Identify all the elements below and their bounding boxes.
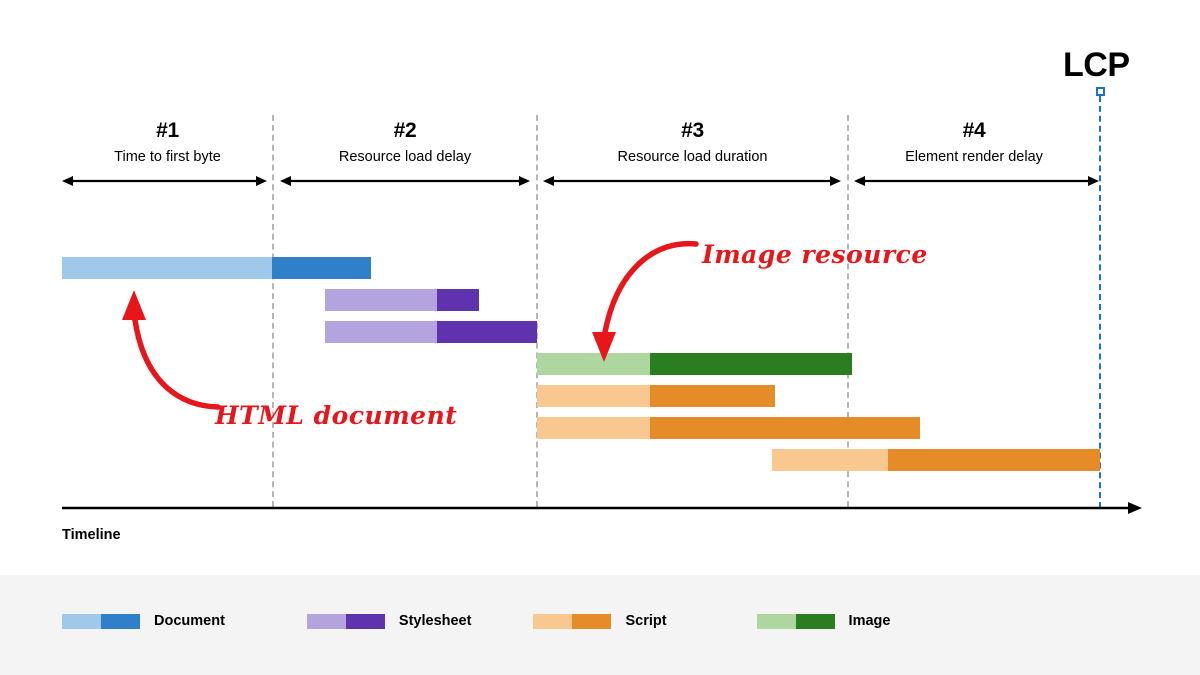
swatch-dark [795,613,835,629]
timeline-axis [62,501,1142,515]
annotation-arrow-html-document [113,290,223,412]
annotation-arrow-image-resource [588,240,699,362]
bar-segment-delay [537,385,650,407]
phase-arrow-1 [62,174,267,188]
chart-area: LCP #1 Time to first byte #2 Resource lo… [62,46,1142,543]
bar-segment-delay [772,449,888,471]
resource-bar-script-3 [772,449,1100,471]
phase-label: Element render delay [905,149,1043,165]
bar-segment-delay [62,257,272,279]
legend-item-script[interactable]: Script [533,613,667,629]
legend-swatch-script [533,613,612,629]
bar-segment-duration [437,321,537,343]
annotation-image-resource: Image resource [702,240,928,269]
bar-segment-delay [325,321,437,343]
resource-bar-document [62,257,371,279]
lcp-marker-square [1096,87,1105,96]
resource-bar-image [537,353,852,375]
phase-block-3: #3 Resource load duration [537,118,848,168]
phase-block-2: #2 Resource load delay [273,118,537,168]
swatch-light [756,613,796,629]
legend-item-document[interactable]: Document [62,613,225,629]
phase-number: #1 [156,119,179,142]
legend-label: Image [848,613,891,629]
swatch-dark [572,613,612,629]
phase-number: #3 [681,119,704,142]
phase-number: #4 [962,119,986,142]
legend-panel: Document Stylesheet Script [0,575,1200,675]
swatch-dark [345,613,385,629]
lcp-dashed-line [1099,96,1101,508]
timeline-axis-label: Timeline [62,527,121,543]
legend-label: Stylesheet [398,613,472,629]
phase-block-1: #1 Time to first byte [62,118,273,168]
phase-arrow-3 [543,174,841,188]
resource-bar-stylesheet-1 [325,289,479,311]
lcp-title: LCP [1063,46,1130,84]
phase-label: Resource load duration [617,149,768,165]
phase-divider-1 [272,115,274,507]
bar-segment-duration [888,449,1100,471]
legend-swatch-stylesheet [306,613,385,629]
swatch-light [62,613,101,629]
phase-block-4: #4 Element render delay [848,118,1100,168]
phase-arrow-4 [854,174,1099,188]
legend-swatch-document [62,613,140,629]
bar-segment-delay [325,289,437,311]
annotation-html-document: HTML document [215,401,458,430]
legend-label: Script [625,613,667,629]
legend-row: Document Stylesheet Script [62,613,890,629]
bar-segment-duration [272,257,371,279]
phase-arrow-2 [280,174,530,188]
resource-bar-script-1 [537,385,775,407]
phase-divider-3 [847,115,849,507]
legend-label: Document [154,613,225,629]
phase-number: #2 [393,119,417,142]
swatch-dark [101,613,140,629]
resource-bar-stylesheet-2 [325,321,537,343]
bar-segment-duration [650,353,852,375]
phase-label: Resource load delay [338,149,472,165]
legend-item-image[interactable]: Image [756,613,891,629]
bar-segment-delay [537,353,650,375]
swatch-light [533,613,573,629]
legend-swatch-image [756,613,835,629]
bar-segment-duration [650,385,775,407]
bar-segment-duration [437,289,479,311]
legend-item-stylesheet[interactable]: Stylesheet [306,613,472,629]
swatch-light [306,613,346,629]
phase-divider-2 [536,115,538,507]
resource-bar-script-2 [537,417,920,439]
bar-segment-delay [537,417,650,439]
bar-segment-duration [650,417,920,439]
phase-label: Time to first byte [114,149,221,165]
